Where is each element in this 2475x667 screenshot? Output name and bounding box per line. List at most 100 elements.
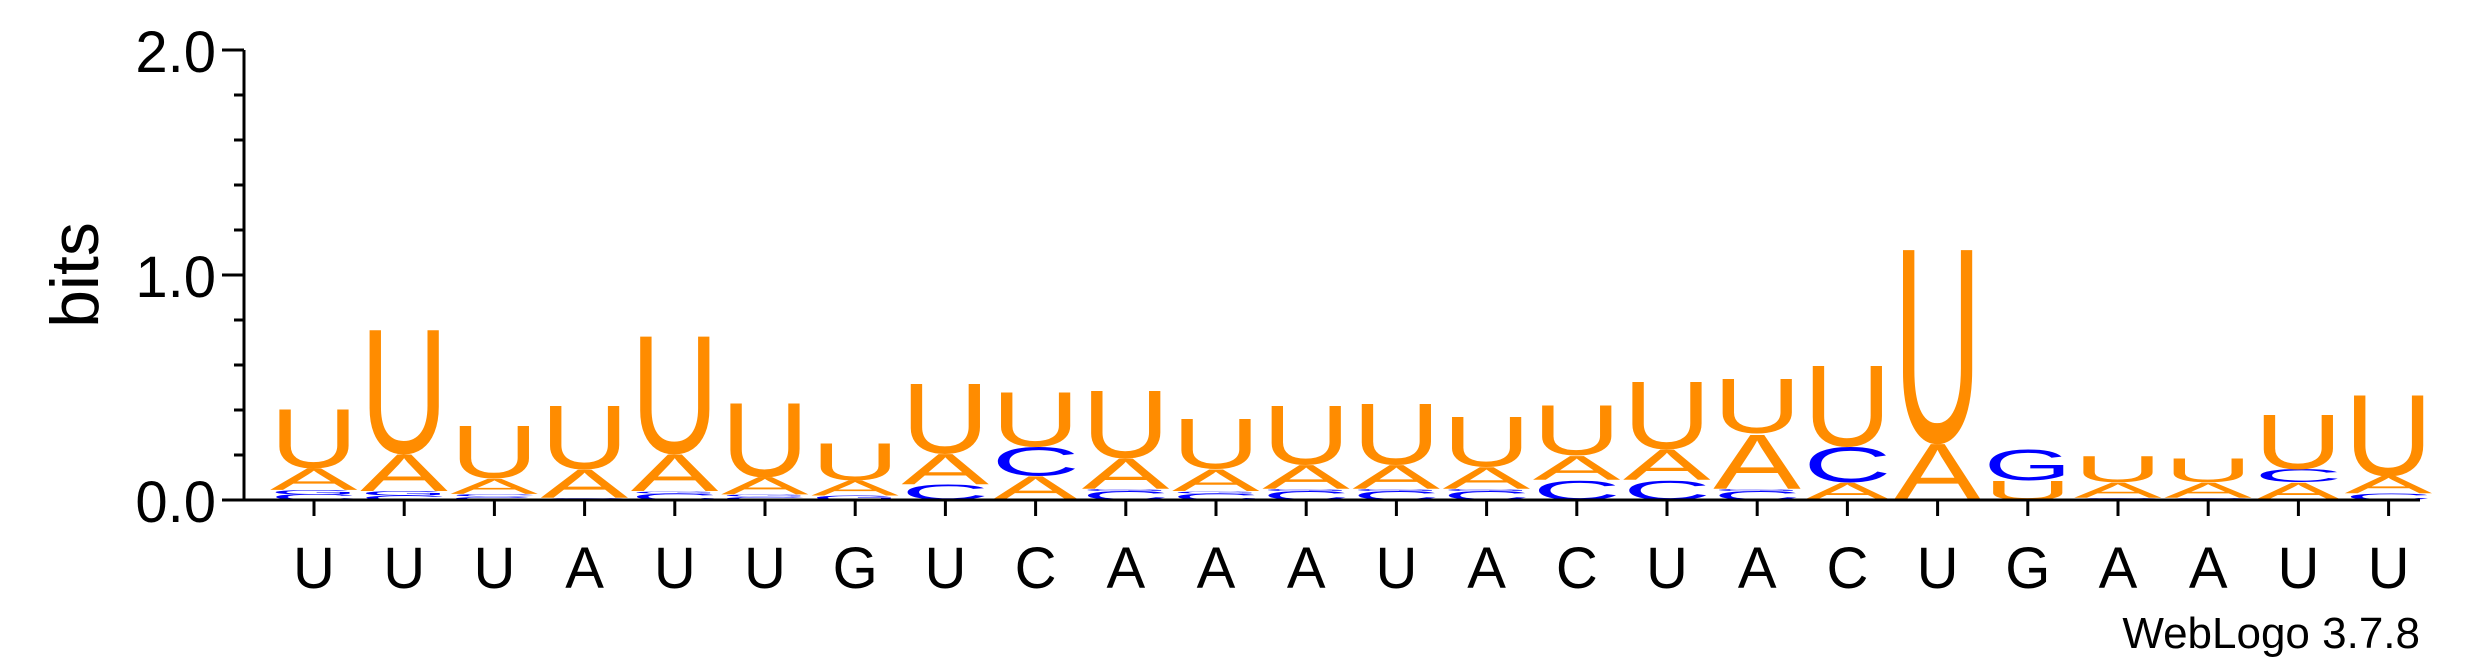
logo-column: AU xyxy=(1894,190,1982,518)
logo-letter-G: G xyxy=(1172,490,1260,493)
x-tick-label: U xyxy=(2368,536,2410,601)
logo-column: CAU xyxy=(2164,451,2252,502)
logo-column: CAU xyxy=(2074,448,2162,502)
logo-letter-G: G xyxy=(721,494,809,497)
logo-letter-C: C xyxy=(1803,437,1891,493)
logo-letter-U: U xyxy=(541,387,629,488)
logo-letter-G: G xyxy=(1443,488,1531,491)
x-tick-label: U xyxy=(473,536,515,601)
logo-letter-A: A xyxy=(1262,458,1350,496)
logo-column: CAU xyxy=(1533,390,1621,506)
logo-letter-G: G xyxy=(1082,488,1170,491)
logo-column: CAU xyxy=(2345,371,2433,502)
y-tick-label: 0.0 xyxy=(135,470,216,535)
logo-column: UG xyxy=(1984,440,2072,506)
logo-letter-A: A xyxy=(1713,418,1801,505)
logo-letter-U: U xyxy=(1443,402,1531,482)
logo-letter-U: U xyxy=(631,301,719,489)
logo-letter-U: U xyxy=(2074,448,2162,490)
logo-letter-G: G xyxy=(360,490,448,497)
logo-letter-G: G xyxy=(450,496,538,501)
y-tick-label: 1.0 xyxy=(135,245,216,310)
logo-letter-G: G xyxy=(1713,488,1801,491)
logo-letter-G: G xyxy=(631,490,719,493)
logo-letter-U: U xyxy=(2164,451,2252,489)
logo-letter-U: U xyxy=(1352,386,1440,483)
logo-letter-U: U xyxy=(811,432,899,491)
logo-letter-A: A xyxy=(2164,478,2252,502)
logo-column: CAU xyxy=(1623,361,1712,506)
x-tick-label: A xyxy=(1197,536,1236,601)
logo-letter-U: U xyxy=(901,362,989,474)
logo-letter-G: G xyxy=(811,494,899,501)
logo-letter-U: U xyxy=(1533,390,1621,470)
x-tick-label: A xyxy=(2189,536,2228,601)
logo-letter-A: A xyxy=(1533,449,1621,487)
logo-letter-A: A xyxy=(901,444,990,493)
y-ticks: 0.0 1.0 2.0 xyxy=(135,20,244,535)
logo-letter-U: U xyxy=(270,392,358,486)
x-tick-label: U xyxy=(2277,536,2319,601)
logo-letter-C: C xyxy=(992,439,1080,484)
x-tick-label: U xyxy=(654,536,696,601)
x-tick-label: U xyxy=(293,536,335,601)
x-tick-label: U xyxy=(1646,536,1688,601)
logo-letter-C: C xyxy=(721,496,809,501)
logo-letter-A: A xyxy=(631,443,719,502)
x-tick-label: A xyxy=(1467,536,1506,601)
x-tick-label: U xyxy=(744,536,786,601)
logo-letter-A: A xyxy=(721,472,809,500)
logo-letter-C: C xyxy=(270,493,358,502)
logo-letter-G: G xyxy=(1352,488,1440,491)
logo-column: CAU xyxy=(541,387,629,507)
x-tick-label: U xyxy=(1917,536,1959,601)
x-tick-label: C xyxy=(1556,536,1598,601)
logo-letter-U: U xyxy=(2345,371,2433,500)
logo-letter-A: A xyxy=(360,443,448,502)
logo-letter-C: C xyxy=(360,494,448,501)
x-tick-label: G xyxy=(833,536,878,601)
logo-letter-U: U xyxy=(1894,190,1982,501)
logo-letter-G: G xyxy=(1984,440,2072,489)
logo-letter-U: U xyxy=(721,382,809,500)
x-tick-label: U xyxy=(924,536,966,601)
x-tick-label: A xyxy=(1738,536,1777,601)
logo-letter-C: C xyxy=(1172,492,1260,502)
logo-letter-A: A xyxy=(811,476,899,500)
logo-letter-A: A xyxy=(1172,463,1260,498)
y-tick-label: 2.0 xyxy=(135,20,216,85)
x-tick-label: A xyxy=(1287,536,1326,601)
x-tick-label: A xyxy=(2099,536,2138,601)
logo-letter-A: A xyxy=(1082,449,1171,498)
logo-letter-C: C xyxy=(2345,492,2433,502)
logo-column: CAU xyxy=(901,362,990,505)
y-axis-label: bits xyxy=(37,222,113,328)
x-tick-label: U xyxy=(1375,536,1417,601)
logo-letter-A: A xyxy=(1352,458,1440,496)
logo-letter-U: U xyxy=(2254,398,2342,486)
logo-letter-U: U xyxy=(360,293,448,491)
logo-letter-U: U xyxy=(1082,370,1170,478)
logo-column: GAU xyxy=(811,432,899,502)
logo-letter-G: G xyxy=(1262,488,1350,491)
logo-letter-A: A xyxy=(450,474,538,498)
logo-column: ACU xyxy=(2254,398,2342,506)
x-tick-label: U xyxy=(383,536,425,601)
logo-letter-A: A xyxy=(2345,471,2433,499)
x-tick-label: G xyxy=(2005,536,2050,601)
logo-letter-U: U xyxy=(1172,404,1260,484)
x-tick-label: C xyxy=(1826,536,1868,601)
logo-letter-A: A xyxy=(270,462,358,497)
